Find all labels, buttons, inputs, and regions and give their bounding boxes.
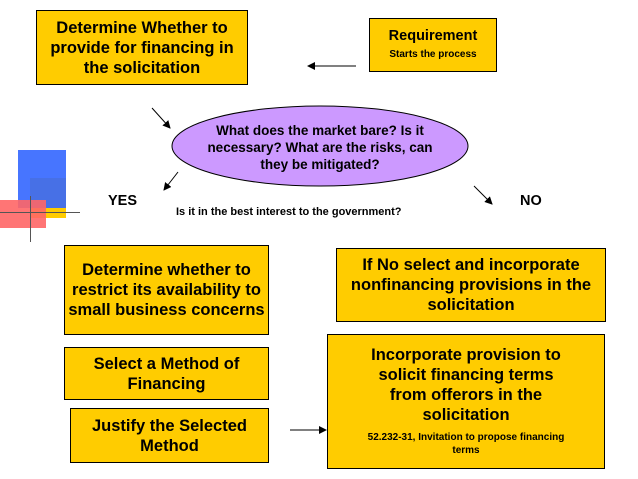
restrict-availability-text: Determine whether to restrict its availa… — [68, 261, 265, 319]
select-method-text: Select a Method of Financing — [93, 354, 240, 393]
market-question-text: What does the market bare? Is it necessa… — [207, 123, 433, 172]
arrow-market-to-no — [473, 185, 493, 205]
requirement-subtitle: Starts the process — [389, 49, 477, 60]
justify-method-box: Justify the Selected Method — [70, 408, 269, 463]
deco-line-horizontal — [0, 212, 80, 213]
no-select-text: If No select and incorporate nonfinancin… — [350, 256, 592, 314]
deco-red-square — [0, 200, 46, 228]
yes-label: YES — [108, 193, 138, 209]
incorporate-provision-text: Incorporate provision to solicit financi… — [371, 346, 561, 424]
requirement-title: Requirement — [388, 28, 478, 44]
financing-decision-box: Determine Whether to provide for financi… — [36, 10, 248, 85]
arrow-market-to-yes — [163, 171, 179, 191]
select-method-box: Select a Method of Financing — [64, 347, 269, 400]
no-select-box: If No select and incorporate nonfinancin… — [336, 248, 606, 322]
incorporate-provision-box: Incorporate provision to solicit financi… — [327, 334, 605, 469]
no-label: NO — [520, 193, 542, 209]
arrow-financing-to-market — [151, 107, 171, 129]
justify-method-text: Justify the Selected Method — [92, 416, 247, 455]
restrict-availability-box: Determine whether to restrict its availa… — [64, 245, 269, 335]
requirement-box: Requirement Starts the process — [369, 18, 497, 72]
market-question-ellipse — [171, 105, 469, 187]
financing-decision-text: Determine Whether to provide for financi… — [50, 18, 234, 77]
interest-question: Is it in the best interest to the govern… — [176, 206, 402, 218]
deco-blue-square — [18, 150, 66, 208]
incorporate-reference-text: 52.232-31, Invitation to propose financi… — [367, 432, 565, 456]
deco-line-vertical — [30, 196, 31, 242]
